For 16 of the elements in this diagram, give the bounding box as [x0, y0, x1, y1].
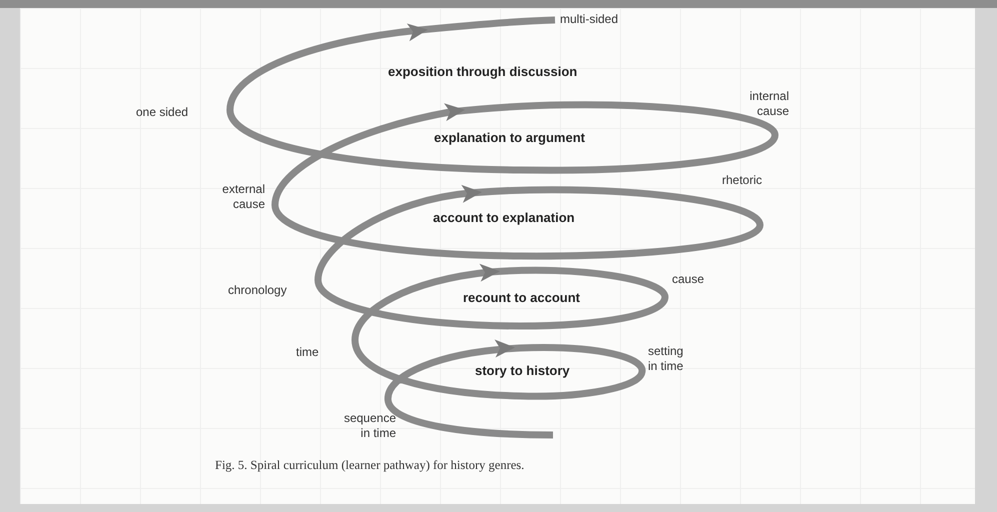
pathway-point-label: sequence in time: [342, 411, 396, 441]
genre-stage-label: recount to account: [463, 290, 580, 305]
pathway-point-label: rhetoric: [722, 173, 762, 188]
genre-stage-label: account to explanation: [433, 210, 575, 225]
pathway-point-label: internal cause: [748, 89, 789, 119]
pathway-point-label: one sided: [136, 105, 188, 120]
genre-stage-label: explanation to argument: [434, 130, 585, 145]
pathway-point-label: setting in time: [648, 344, 684, 374]
pathway-point-label: time: [296, 345, 319, 360]
pathway-point-label: chronology: [228, 283, 287, 298]
pathway-point-label: external cause: [221, 182, 265, 212]
pathway-point-label: multi-sided: [560, 12, 618, 27]
pathway-point-label: cause: [672, 272, 704, 287]
figure-caption: Fig. 5. Spiral curriculum (learner pathway) for history genres.: [215, 458, 524, 473]
genre-stage-label: story to history: [475, 363, 570, 378]
genre-stage-label: exposition through discussion: [388, 64, 578, 79]
